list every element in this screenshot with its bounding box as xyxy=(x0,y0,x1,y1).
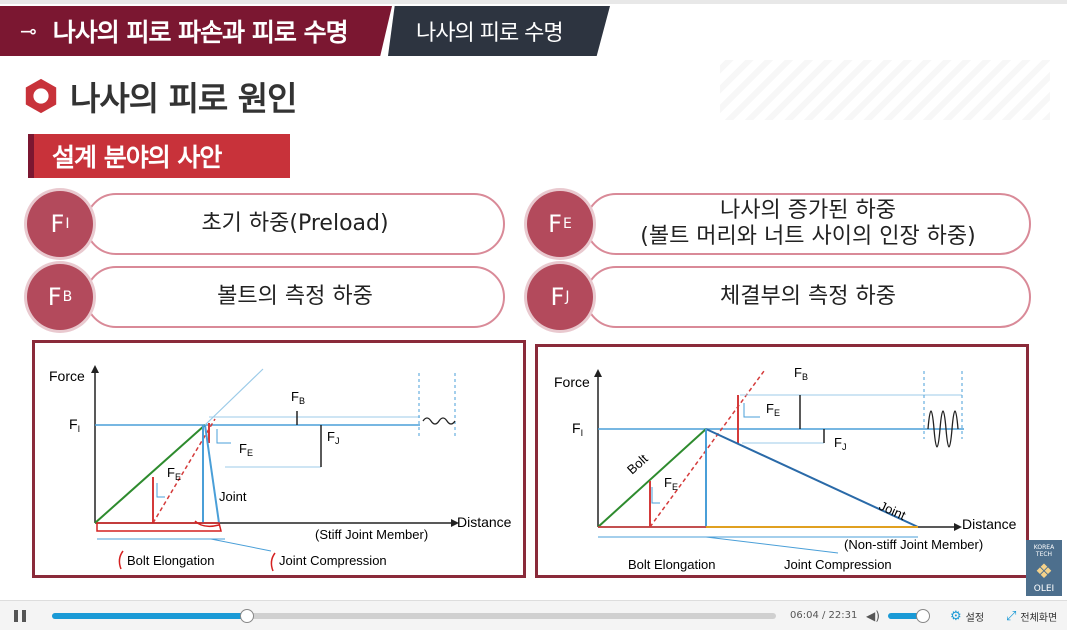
fj-label: FJ xyxy=(327,429,339,446)
seek-bar[interactable] xyxy=(52,609,776,623)
header-main-tab: ⊸ 나사의 피로 파손과 피로 수명 xyxy=(0,6,392,56)
member-note: (Stiff Joint Member) xyxy=(315,527,428,542)
chart-panel-stiff: Force Distance FI FB FJ FE FE Joint xyxy=(32,340,526,578)
member-note: (Non-stiff Joint Member) xyxy=(844,537,983,552)
time-display: 06:04 / 22:31 xyxy=(790,610,858,621)
fe-small-bracket xyxy=(651,487,660,504)
fe-label-left: FE xyxy=(167,465,181,482)
fe-label-right: FE xyxy=(239,441,253,458)
x-axis-label: Distance xyxy=(457,514,512,530)
fe-bracket xyxy=(743,403,760,418)
joint-compression-leader xyxy=(210,538,272,552)
fe-label-left: FE xyxy=(664,475,678,492)
volume-handle[interactable] xyxy=(916,609,930,623)
x-axis-arrow xyxy=(954,523,962,531)
fe-label-right: FE xyxy=(766,401,780,418)
fe-dashed-line xyxy=(649,370,765,528)
fe-dashed-line xyxy=(152,418,216,524)
pause-button[interactable] xyxy=(0,601,40,630)
joint-compression-label: Joint Compression xyxy=(784,557,892,572)
fb-label: FB xyxy=(291,389,305,406)
bolt-elongation-label: Bolt Elongation xyxy=(628,557,715,572)
volume-slider[interactable] xyxy=(888,613,928,619)
joint-line xyxy=(204,424,220,524)
arrow-icon: ⊸ xyxy=(20,19,37,43)
fi-label: FI xyxy=(69,416,80,434)
joint-compression-leader xyxy=(705,536,839,554)
bolt-elongation-label: Bolt Elongation xyxy=(127,553,214,568)
gear-icon: ⚙ xyxy=(950,609,962,624)
x-axis-label: Distance xyxy=(962,516,1017,532)
section-subtitle-banner: 설계 분야의 사안 xyxy=(28,134,290,178)
joint-line xyxy=(705,428,919,528)
header-sub-tab: 나사의 피로 수명 xyxy=(388,6,610,56)
handwritten-bracket-2 xyxy=(270,552,276,572)
section-title-text: 나사의 피로 원인 xyxy=(70,79,297,118)
header-decoration xyxy=(720,60,1050,120)
card-fe-text: 나사의 증가된 하중(볼트 머리와 너트 사이의 인장 하중) xyxy=(585,193,1031,255)
fe-bracket xyxy=(216,429,231,444)
header-main-title: 나사의 피로 파손과 피로 수명 xyxy=(52,18,349,47)
card-fj-text: 체결부의 측정 하중 xyxy=(585,266,1031,328)
card-fb-text: 볼트의 측정 하중 xyxy=(85,266,505,328)
video-player-bar: 06:04 / 22:31 ◀) ⚙ 설정 ⤢ 전체화면 xyxy=(0,600,1067,630)
bolt-line xyxy=(94,424,206,524)
seek-progress xyxy=(52,613,248,619)
handwritten-bracket-1 xyxy=(118,550,124,570)
stiff-joint-diagram: Force Distance FI FB FJ FE FE Joint xyxy=(49,365,512,572)
top-strip xyxy=(0,0,1067,4)
joint-label: Joint xyxy=(219,489,247,504)
chart-panel-nonstiff: Force Distance FI Bolt Joint FB FJ FE FE xyxy=(535,344,1029,578)
header-sub-title: 나사의 피로 수명 xyxy=(416,21,564,46)
volume-icon[interactable]: ◀) xyxy=(866,609,880,623)
load-wave xyxy=(927,410,959,448)
y-axis-arrow xyxy=(594,369,602,377)
y-axis-label: Force xyxy=(49,368,85,384)
settings-button[interactable]: ⚙ 설정 xyxy=(950,609,985,624)
handwritten-underline xyxy=(96,522,222,532)
fb-label: FB xyxy=(794,365,808,382)
nonstiff-joint-diagram: Force Distance FI Bolt Joint FB FJ FE FE xyxy=(554,365,1017,572)
logo-mark: ❖ xyxy=(1035,559,1053,583)
hexagon-nut-icon xyxy=(25,78,57,114)
pause-icon xyxy=(14,609,26,622)
koreatech-logo: KOREA TECH ❖ OLEI xyxy=(1026,540,1062,596)
fullscreen-button[interactable]: ⤢ 전체화면 xyxy=(1006,609,1058,624)
fullscreen-icon: ⤢ xyxy=(1006,609,1017,624)
fj-label: FJ xyxy=(834,435,846,452)
seek-handle[interactable] xyxy=(240,609,255,623)
x-axis-arrow xyxy=(451,519,459,527)
card-fi-text: 초기 하중(Preload) xyxy=(85,193,505,255)
bolt-line xyxy=(597,428,707,528)
bolt-label: Bolt xyxy=(624,451,651,477)
fi-label: FI xyxy=(572,420,583,438)
load-wave xyxy=(422,417,456,425)
joint-compression-label: Joint Compression xyxy=(279,553,387,568)
section-title: 나사의 피로 원인 xyxy=(22,72,297,120)
fe-small-bracket xyxy=(156,483,165,498)
section-subtitle-text: 설계 분야의 사안 xyxy=(52,143,222,172)
handwritten-curl xyxy=(194,520,220,528)
y-axis-arrow xyxy=(91,365,99,373)
bolt-extension xyxy=(204,368,264,426)
y-axis-label: Force xyxy=(554,374,590,390)
